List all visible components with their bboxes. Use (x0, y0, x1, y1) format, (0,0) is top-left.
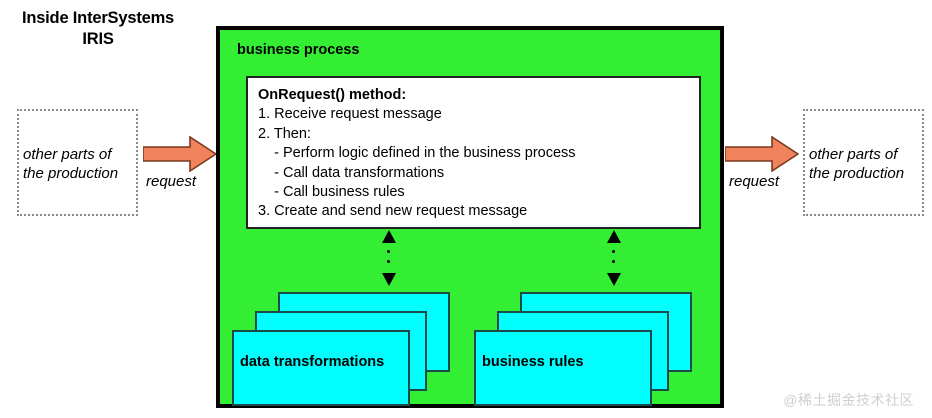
business-rules-stack[interactable]: business rules (474, 292, 694, 406)
inbound-request-arrow (142, 135, 218, 173)
business-process-container: business process OnRequest() method: 1. … (216, 26, 724, 408)
external-production-left-boundary (17, 109, 138, 216)
outbound-request-label: request (729, 173, 780, 190)
connector-dot (387, 250, 390, 253)
arrow-up-icon (607, 230, 621, 243)
method-to-business-rules-connector (604, 230, 624, 286)
external-production-right-label: other parts of the production (809, 146, 905, 182)
data-transformations-card-front (232, 330, 410, 406)
onrequest-step-3: 3. Create and send new request message (258, 203, 528, 220)
business-rules-card-front (474, 330, 652, 406)
business-rules-label: business rules (482, 354, 584, 370)
page-title: Inside InterSystems IRIS (21, 9, 175, 48)
onrequest-method-box: OnRequest() method: 1. Receive request m… (246, 76, 701, 229)
arrow-up-icon (382, 230, 396, 243)
watermark: @稀土掘金技术社区 (783, 392, 914, 408)
data-transformations-label: data transformations (240, 354, 385, 370)
method-to-data-transformations-connector (379, 230, 399, 286)
connector-dot (387, 260, 390, 263)
onrequest-step-2a: - Perform logic defined in the business … (258, 145, 576, 162)
arrow-right-icon (142, 135, 218, 173)
arrow-down-icon (382, 273, 396, 286)
outbound-request-arrow (724, 135, 800, 173)
onrequest-step-2c: - Call business rules (258, 184, 405, 201)
external-production-left-label: other parts of the production (23, 146, 119, 182)
connector-dot (612, 260, 615, 263)
onrequest-heading: OnRequest() method: (258, 87, 407, 103)
arrow-down-icon (607, 273, 621, 286)
arrow-right-icon (724, 135, 800, 173)
business-process-title: business process (237, 42, 360, 58)
onrequest-step-1: 1. Receive request message (258, 106, 442, 123)
onrequest-step-2b: - Call data transformations (258, 164, 445, 181)
inbound-request-label: request (146, 173, 197, 190)
data-transformations-stack[interactable]: data transformations (232, 292, 452, 406)
external-production-right-boundary (803, 109, 924, 216)
connector-dot (612, 250, 615, 253)
onrequest-step-2: 2. Then: (258, 125, 311, 142)
